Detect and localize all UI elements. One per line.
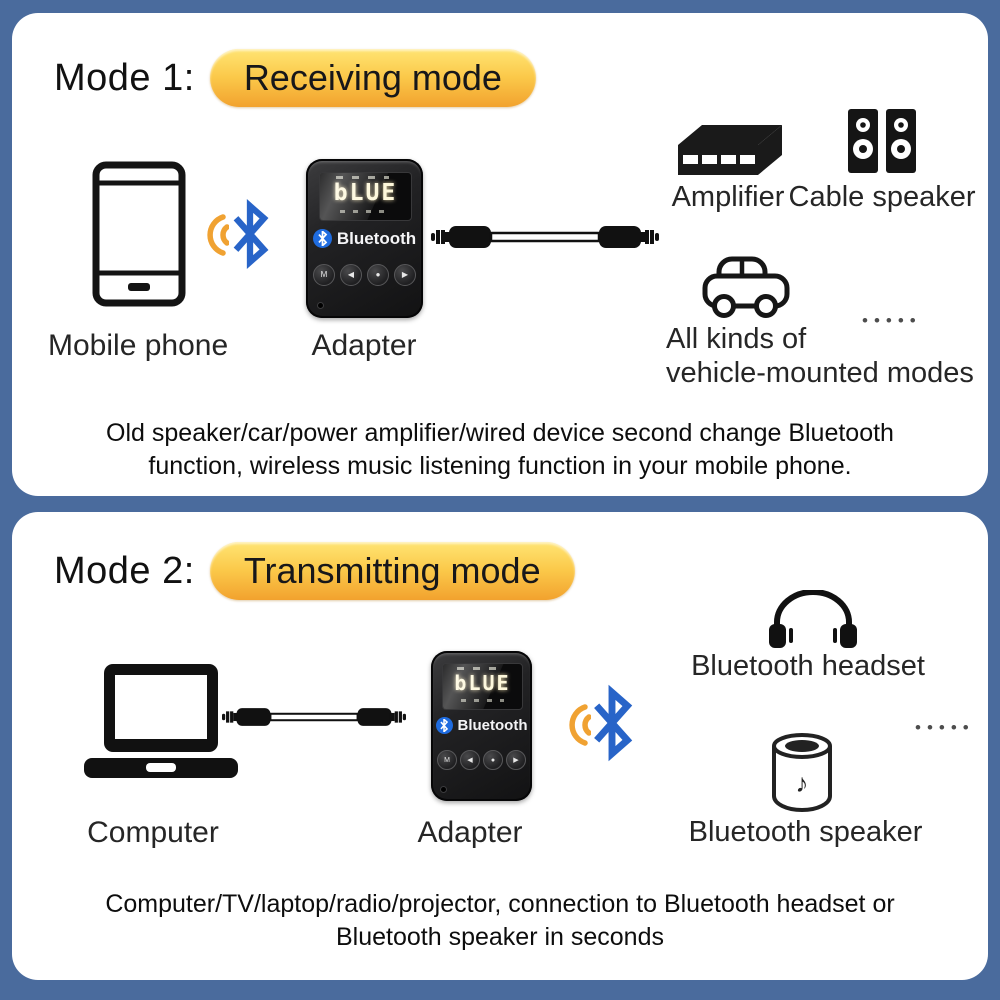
mobile-phone-icon [92, 161, 186, 307]
mode2-heading-prefix: Mode 2: [54, 549, 195, 592]
adapter-brand-text: Bluetooth [457, 717, 528, 734]
adapter-mic-hole [441, 787, 447, 792]
bluetooth-headset-label: Bluetooth headset [691, 650, 925, 682]
aux-cable-icon [222, 708, 406, 726]
adapter-power-button: ● [482, 750, 503, 770]
adapter-power-button: ● [366, 263, 389, 286]
mode2-heading-badge: Transmitting mode [209, 542, 575, 600]
ellipsis-dots: ••••• [862, 311, 922, 330]
bluetooth-speaker-icon: ♪ [772, 733, 832, 812]
bluetooth-icon [594, 684, 633, 762]
mode1-heading-badge: Receiving mode [209, 49, 536, 107]
bluetooth-logo-icon [435, 717, 453, 734]
mode2-description-line2: Bluetooth speaker in seconds [336, 923, 664, 951]
car-icon [702, 256, 790, 318]
adapter-previous-button: ◀ [460, 750, 480, 770]
bluetooth-icon [233, 199, 269, 269]
mode1-heading: Mode 1: Receiving mode [54, 49, 536, 107]
laptop-icon [84, 664, 238, 778]
amplifier-icon [678, 125, 782, 175]
mode2-heading: Mode 2: Transmitting mode [54, 542, 575, 600]
cable-speaker-icon [848, 109, 916, 173]
cable-speaker-label: Cable speaker [788, 181, 976, 213]
adapter-label: Adapter [417, 816, 523, 849]
mode2-description-line1: Computer/TV/laptop/radio/projector, conn… [105, 890, 895, 918]
mobile-phone-label: Mobile phone [48, 329, 229, 362]
adapter-buttons-row: M ◀ ● ▶ [313, 263, 416, 286]
bluetooth-adapter-device: bLUE Bluetooth M ◀ ● ▶ [431, 651, 532, 801]
vehicle-modes-label-line1: All kinds of [666, 323, 807, 355]
adapter-mode-button: M [437, 750, 458, 770]
adapter-mode-button: M [313, 263, 336, 286]
music-note-icon: ♪ [796, 768, 809, 798]
wireless-signal-icon [207, 214, 229, 256]
adapter-brand-row: Bluetooth [431, 717, 532, 734]
mode1-heading-prefix: Mode 1: [54, 56, 195, 99]
mode1-description-line1: Old speaker/car/power amplifier/wired de… [106, 419, 894, 447]
adapter-led-indicators [340, 210, 391, 214]
adapter-led-display: bLUE [318, 171, 413, 222]
computer-label: Computer [87, 816, 219, 849]
adapter-brand-text: Bluetooth [336, 228, 417, 248]
wireless-signal-icon [569, 704, 591, 746]
adapter-led-display: bLUE [442, 663, 523, 710]
mode2-description: Computer/TV/laptop/radio/projector, conn… [12, 888, 988, 954]
amplifier-label: Amplifier [671, 181, 785, 213]
adapter-buttons-row: M ◀ ● ▶ [437, 750, 526, 770]
mode2-panel: Mode 2: Transmitting mode [12, 512, 988, 980]
adapter-led-text: bLUE [333, 180, 398, 207]
adapter-led-text: bLUE [454, 671, 511, 695]
adapter-next-button: ▶ [393, 263, 416, 286]
mode1-description-line2: function, wireless music listening funct… [148, 452, 852, 480]
bluetooth-logo-icon [312, 229, 332, 249]
ellipsis-dots: ••••• [915, 718, 975, 737]
adapter-previous-button: ◀ [340, 263, 362, 286]
adapter-next-button: ▶ [505, 750, 526, 770]
bluetooth-headset-icon [769, 590, 857, 648]
adapter-label: Adapter [311, 329, 417, 362]
vehicle-modes-label-line2: vehicle-mounted modes [666, 357, 974, 389]
bluetooth-adapter-device: bLUE Bluetooth M ◀ ● ▶ [306, 159, 423, 318]
adapter-led-indicators [460, 699, 505, 702]
adapter-mic-hole [317, 303, 323, 309]
bluetooth-speaker-label: Bluetooth speaker [688, 816, 923, 848]
mode1-panel: Mode 1: Receiving mode bLUE [12, 13, 988, 496]
adapter-brand-row: Bluetooth [306, 229, 423, 249]
mode1-description: Old speaker/car/power amplifier/wired de… [12, 417, 988, 483]
aux-cable-icon [431, 226, 659, 248]
